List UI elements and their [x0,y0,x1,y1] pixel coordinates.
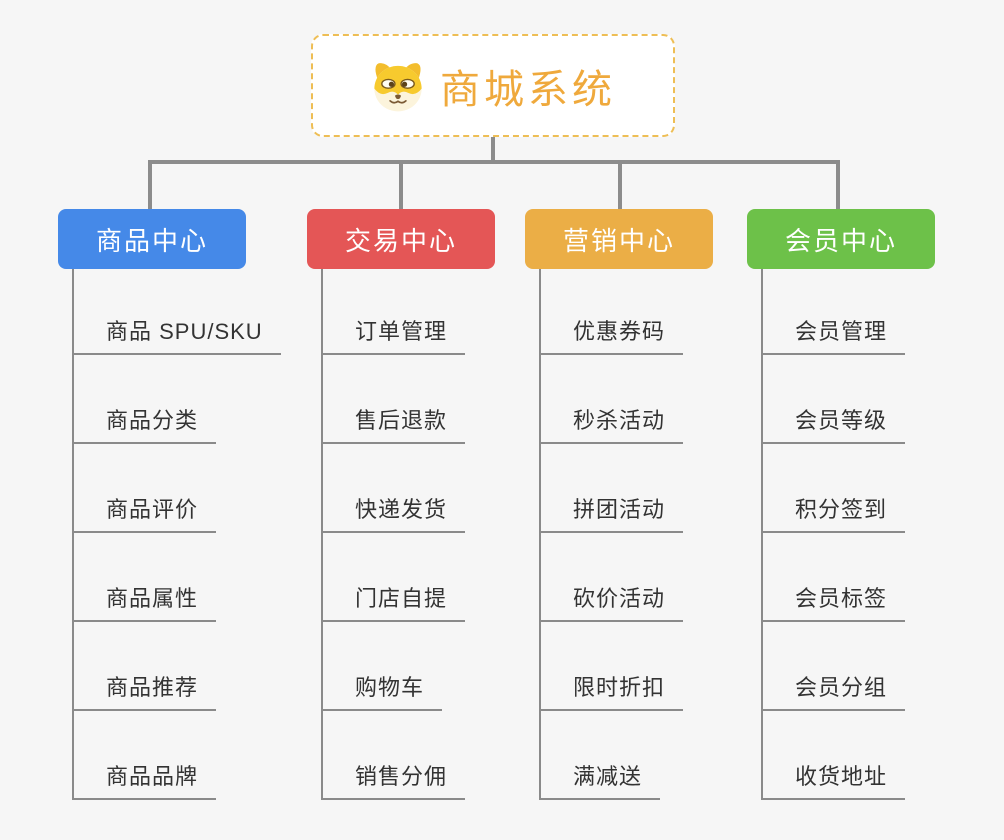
child-node[interactable]: 商品分类 [72,355,313,444]
child-node[interactable]: 会员管理 [761,269,1002,355]
child-node-label: 优惠券码 [539,314,684,355]
child-node-label: 会员标签 [761,581,906,622]
root-node[interactable]: 商城系统 [311,34,675,137]
child-node[interactable]: 购物车 [321,622,562,711]
branch: 会员中心 会员管理会员等级积分签到会员标签会员分组收货地址 [747,209,1002,800]
child-node[interactable]: 会员分组 [761,622,1002,711]
child-node[interactable]: 砍价活动 [539,533,780,622]
branch-label: 商品中心 [95,225,208,256]
child-node-label: 订单管理 [321,314,466,355]
child-node-label: 砍价活动 [539,581,684,622]
branch-label: 营销中心 [562,225,675,256]
child-node-label: 商品分类 [72,403,217,444]
connector-branch-stub [399,162,403,209]
connector-branch-stub [148,162,152,209]
branch-children: 商品 SPU/SKU 商品分类商品评价商品属性商品推荐商品品牌 [58,269,313,800]
connector-root-stub [491,136,495,162]
branch: 商品中心 商品 SPU/SKU 商品分类商品评价商品属性商品推荐商品品牌 [58,209,313,800]
child-node-label: 商品评价 [72,492,217,533]
child-node[interactable]: 会员等级 [761,355,1002,444]
child-node-label: 销售分佣 [321,759,466,800]
child-node-label: 购物车 [321,670,443,711]
child-node[interactable]: 快递发货 [321,444,562,533]
child-node-label: 会员分组 [761,670,906,711]
branch-header[interactable]: 交易中心 [307,209,495,269]
child-node[interactable]: 拼团活动 [539,444,780,533]
branch-children: 订单管理售后退款快递发货门店自提购物车销售分佣 [307,269,562,800]
branch-header[interactable]: 会员中心 [747,209,935,269]
child-node[interactable]: 秒杀活动 [539,355,780,444]
child-node-label: 收货地址 [761,759,906,800]
child-node-label: 门店自提 [321,581,466,622]
connector-horizontal-line [148,160,840,164]
child-node[interactable]: 会员标签 [761,533,1002,622]
connector-branch-stub [618,162,622,209]
child-node[interactable]: 优惠券码 [539,269,780,355]
child-node-label: 快递发货 [321,492,466,533]
child-node[interactable]: 售后退款 [321,355,562,444]
child-node[interactable]: 订单管理 [321,269,562,355]
branch-label: 交易中心 [344,225,457,256]
child-node-label: 积分签到 [761,492,906,533]
child-node[interactable]: 商品品牌 [72,711,313,800]
child-node-label: 商品属性 [72,581,217,622]
connector-branch-stub [836,162,840,209]
branch: 交易中心 订单管理售后退款快递发货门店自提购物车销售分佣 [307,209,562,800]
child-node[interactable]: 商品 SPU/SKU [72,269,313,355]
child-node-label: 拼团活动 [539,492,684,533]
branch-header[interactable]: 商品中心 [58,209,246,269]
child-node-label: 商品推荐 [72,670,217,711]
child-node-label: 会员等级 [761,403,906,444]
child-node[interactable]: 门店自提 [321,533,562,622]
root-node-title: 商城系统 [440,67,616,112]
child-node[interactable]: 积分签到 [761,444,1002,533]
branch: 营销中心 优惠券码秒杀活动拼团活动砍价活动限时折扣满减送 [525,209,780,800]
branch-children: 会员管理会员等级积分签到会员标签会员分组收货地址 [747,269,1002,800]
child-node-label: 限时折扣 [539,670,684,711]
child-node[interactable]: 满减送 [539,711,780,800]
child-node-label: 会员管理 [761,314,906,355]
child-node-label: 满减送 [539,759,661,800]
dog-face-icon [374,62,422,111]
child-node[interactable]: 收货地址 [761,711,1002,800]
child-node[interactable]: 限时折扣 [539,622,780,711]
child-node[interactable]: 商品推荐 [72,622,313,711]
branch-label: 会员中心 [784,225,897,256]
child-node-label: 售后退款 [321,403,466,444]
child-node[interactable]: 商品评价 [72,444,313,533]
branch-children: 优惠券码秒杀活动拼团活动砍价活动限时折扣满减送 [525,269,780,800]
child-node[interactable]: 商品属性 [72,533,313,622]
child-node-label: 商品 SPU/SKU [72,314,281,355]
child-node-label: 商品品牌 [72,759,217,800]
child-node[interactable]: 销售分佣 [321,711,562,800]
branch-header[interactable]: 营销中心 [525,209,713,269]
child-node-label: 秒杀活动 [539,403,684,444]
